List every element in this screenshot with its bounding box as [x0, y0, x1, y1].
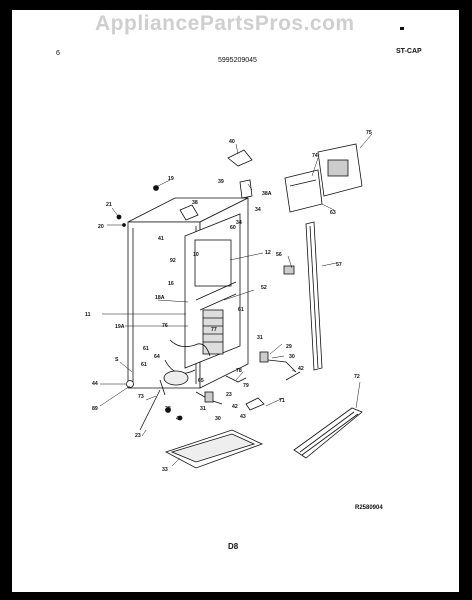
- callout-c21: 21: [106, 202, 112, 208]
- callout-c56: 56: [276, 252, 282, 258]
- callout-cS: S: [115, 357, 119, 363]
- callout-c76: 76: [162, 323, 168, 329]
- callout-c79: 79: [243, 383, 249, 389]
- callout-c61b: 61: [143, 346, 149, 352]
- callout-c77: 77: [211, 327, 217, 333]
- callout-c34a: 34: [236, 220, 242, 226]
- tubing: [169, 339, 211, 357]
- callout-c92: 92: [170, 258, 176, 264]
- callout-c19: 19: [168, 176, 174, 182]
- compressor: [163, 370, 189, 386]
- callout-c60: 60: [230, 225, 236, 231]
- freezer-liner-panel: [194, 239, 232, 287]
- callout-c45: 45: [176, 416, 182, 422]
- page-number-left: 6: [56, 50, 60, 57]
- screw: [122, 223, 126, 227]
- part-56: [283, 265, 295, 275]
- callout-c23a: 23: [226, 392, 232, 398]
- control-display: [327, 159, 349, 177]
- callout-c30b: 30: [215, 416, 221, 422]
- callout-c38A: 38A: [262, 191, 272, 197]
- callout-c64: 64: [154, 354, 160, 360]
- callout-c61c: 61: [141, 362, 147, 368]
- valve-31: [259, 351, 269, 363]
- callout-c75: 75: [366, 130, 372, 136]
- callout-c72: 72: [354, 374, 360, 380]
- line-78: [225, 375, 247, 383]
- watermark: AppliancePartsPros.com: [95, 12, 355, 35]
- part-44: [126, 380, 134, 388]
- top-hinge: [179, 204, 199, 221]
- reference-code: R2580904: [355, 505, 383, 511]
- callout-c31b: 31: [200, 406, 206, 412]
- callout-c65: 65: [198, 378, 204, 384]
- part-28: [165, 407, 171, 413]
- callout-c71: 71: [279, 398, 285, 404]
- hinge-bracket: [239, 179, 253, 199]
- callout-c11: 11: [85, 312, 91, 318]
- callout-c78: 78: [236, 368, 242, 374]
- callout-c29: 29: [286, 344, 292, 350]
- callout-c28: 28: [165, 406, 171, 412]
- part-79: [204, 391, 214, 403]
- model-code: ST-CAP: [396, 48, 422, 55]
- part-number: 5995209045: [218, 57, 257, 64]
- callout-c43: 43: [240, 414, 246, 420]
- callout-c73: 73: [138, 394, 144, 400]
- callout-c31: 31: [257, 335, 263, 341]
- callout-c40: 40: [229, 139, 235, 145]
- callout-c16: 16: [168, 281, 174, 287]
- callout-c61a: 61: [238, 307, 244, 313]
- screw: [153, 185, 159, 191]
- callout-c42b: 42: [232, 404, 238, 410]
- callout-c38: 38: [192, 200, 198, 206]
- callout-c74: 74: [312, 153, 318, 159]
- tube-23: [139, 389, 161, 431]
- dispenser-panel-74: [284, 169, 323, 213]
- callout-c18A: 18A: [155, 295, 165, 301]
- callout-c20: 20: [98, 224, 104, 230]
- evaporator: [202, 309, 224, 355]
- callout-c57: 57: [336, 262, 342, 268]
- callout-c52: 52: [261, 285, 267, 291]
- callout-c41: 41: [158, 236, 164, 242]
- callout-c12: 12: [265, 250, 271, 256]
- callout-c63: 63: [330, 210, 336, 216]
- callout-c89: 89: [92, 406, 98, 412]
- water-line: [267, 359, 297, 373]
- back-panel: [184, 213, 241, 369]
- callout-c39: 39: [218, 179, 224, 185]
- cabinet: [127, 197, 249, 396]
- part-42: [285, 371, 301, 381]
- part-71: [245, 397, 265, 411]
- callout-c10: 10: [193, 252, 199, 258]
- callout-c44: 44: [92, 381, 98, 387]
- callout-c34b: 34: [255, 207, 261, 213]
- base-grille: [293, 407, 363, 459]
- callout-c23b: 23: [135, 433, 141, 439]
- callout-c19A: 19A: [115, 324, 125, 330]
- hinge-cover: [227, 149, 253, 167]
- callout-c42: 42: [298, 366, 304, 372]
- part-45: [177, 415, 183, 421]
- page-code: D8: [228, 542, 239, 551]
- callout-c30a: 30: [289, 354, 295, 360]
- callout-c33: 33: [162, 467, 168, 473]
- corner-mark: [400, 27, 404, 30]
